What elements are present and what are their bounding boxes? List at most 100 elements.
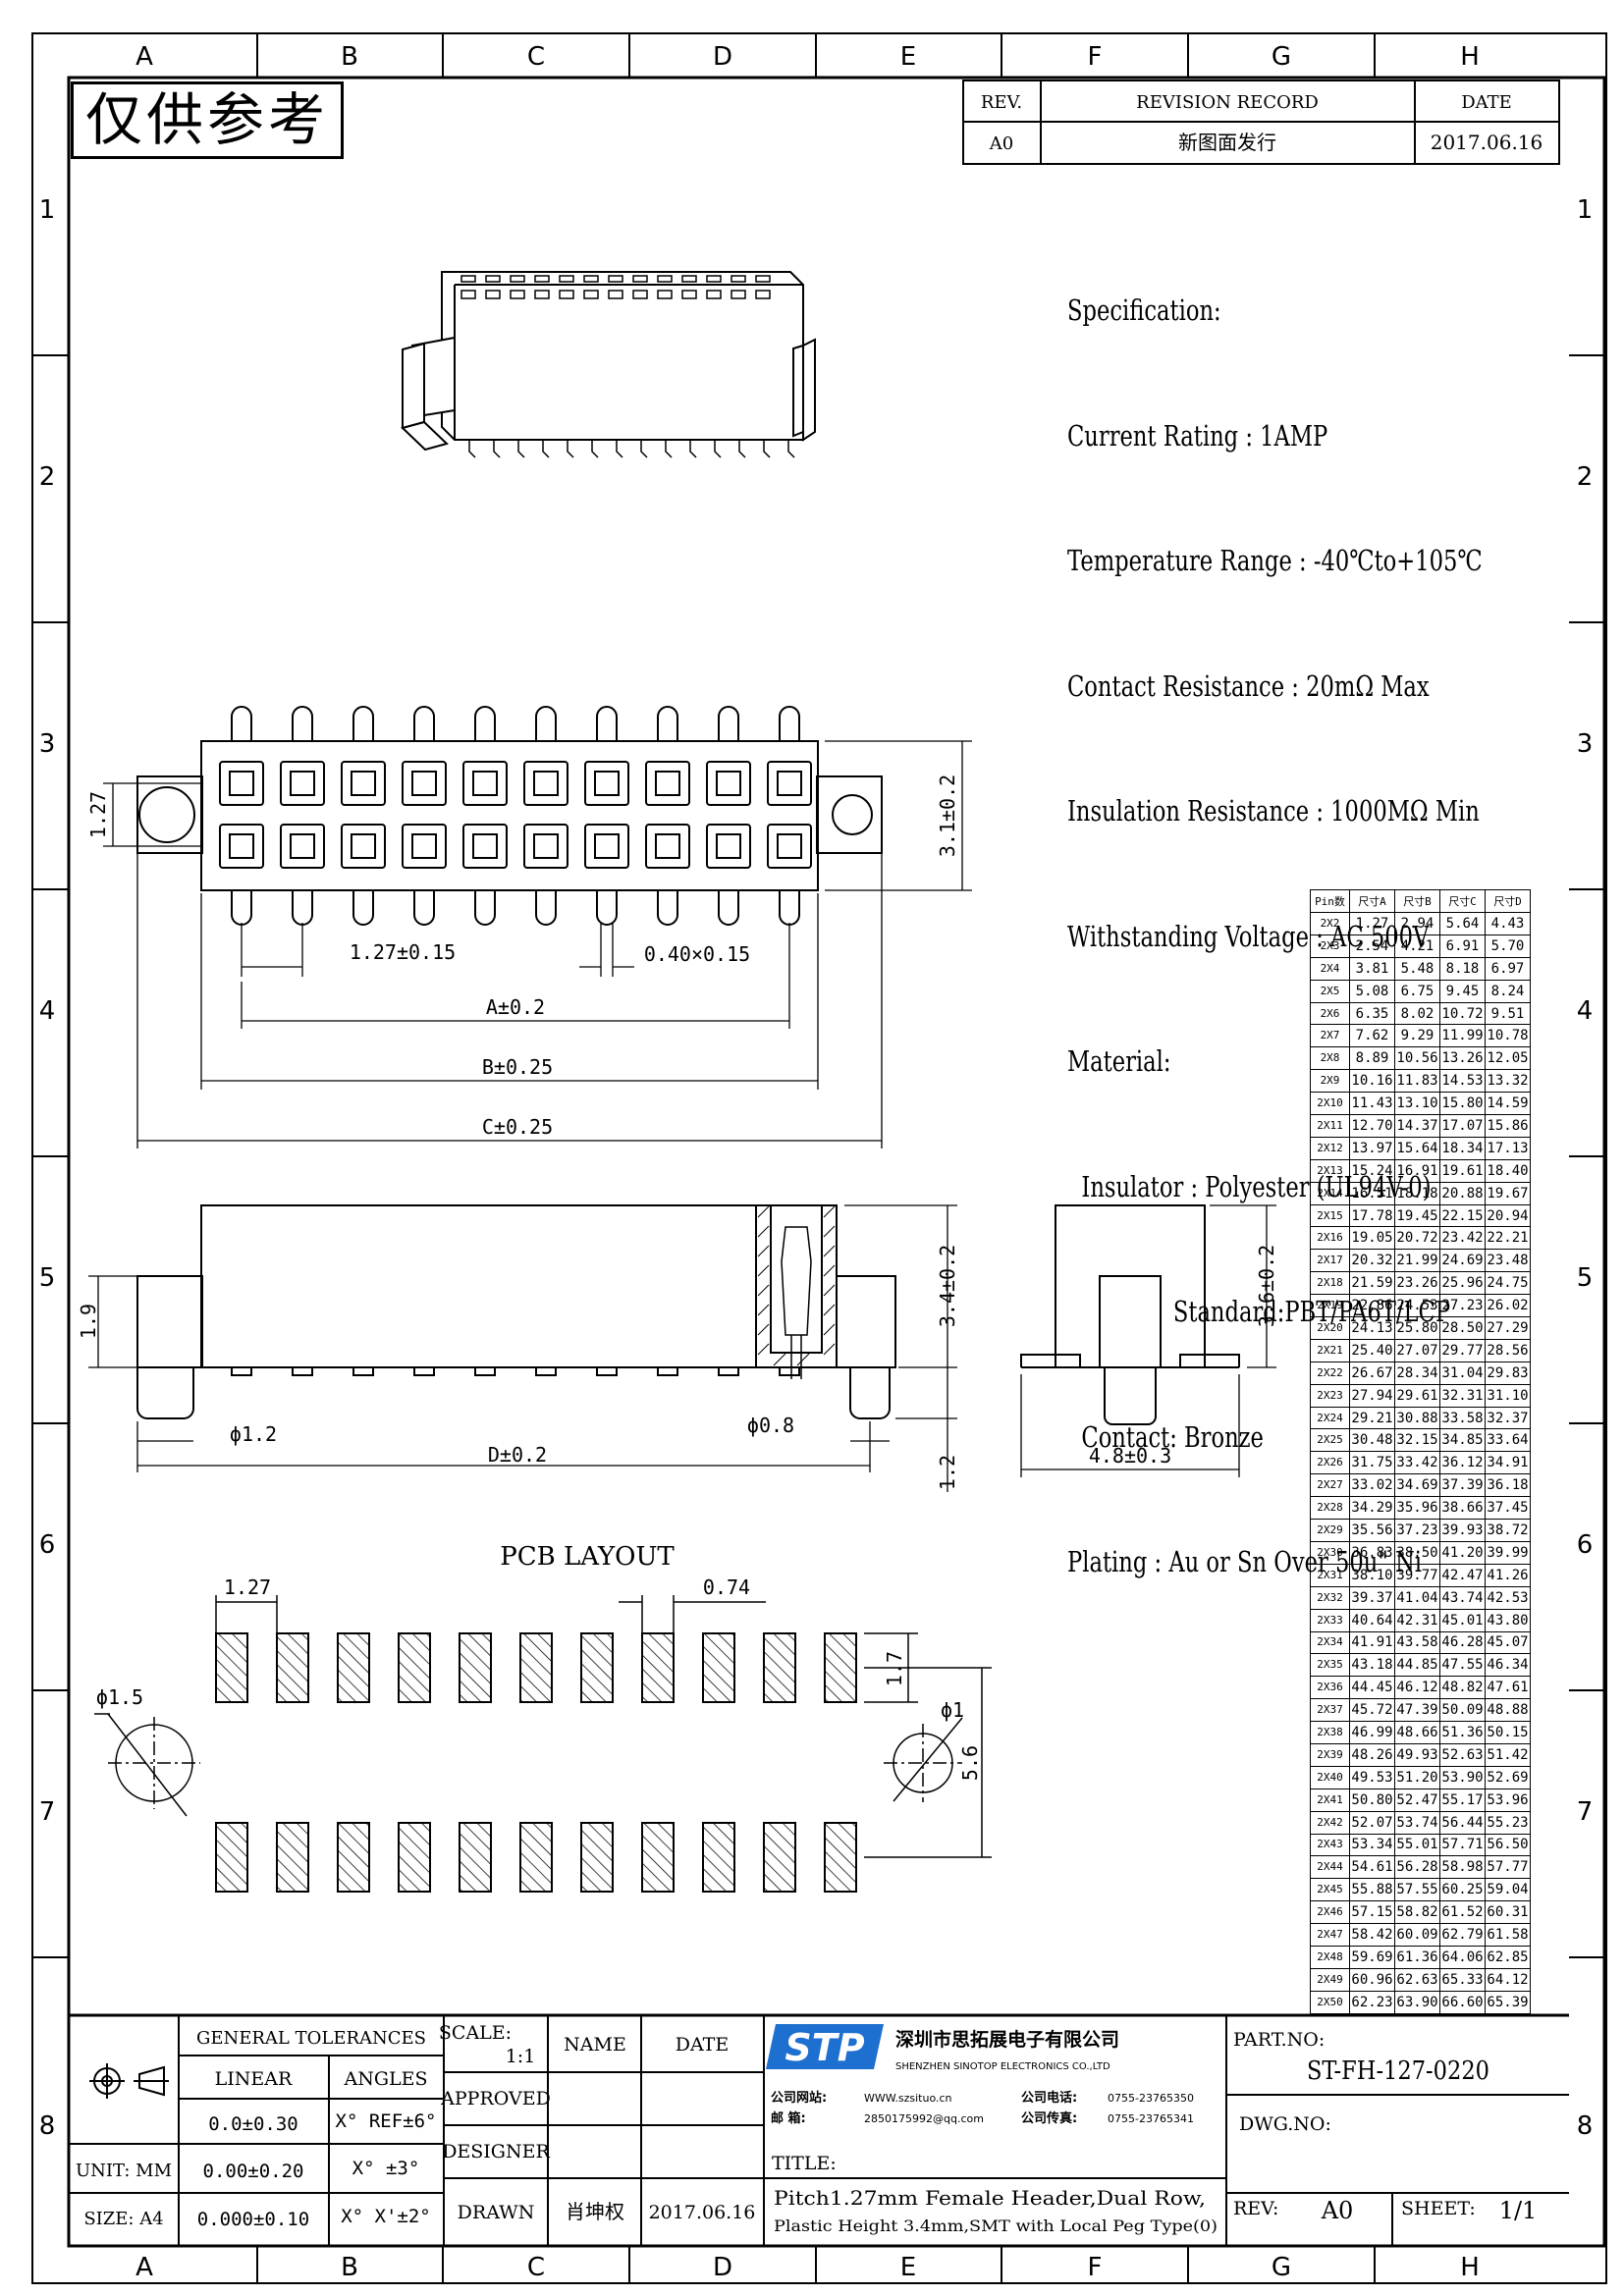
dim-peg-dia: ϕ1.2 — [230, 1422, 277, 1446]
table-cell: 2X36 — [1310, 1676, 1350, 1700]
table-cell: 49.53 — [1349, 1765, 1395, 1789]
dim-body-width: 3.1±0.2 — [936, 774, 959, 857]
rev-header: REV. — [981, 92, 1022, 113]
table-cell: 42.47 — [1439, 1563, 1486, 1587]
side-view-dimensions — [1020, 1204, 1276, 1477]
table-cell: 41.04 — [1394, 1585, 1440, 1610]
table-cell: 2X34 — [1310, 1630, 1350, 1655]
zone-col-c: C — [527, 42, 545, 72]
table-cell: 46.28 — [1439, 1630, 1486, 1655]
table-cell: 2X19 — [1310, 1294, 1350, 1318]
table-cell: 8.89 — [1349, 1046, 1395, 1071]
table-cell: 2X47 — [1310, 1923, 1350, 1947]
table-cell: 27.94 — [1349, 1383, 1395, 1408]
table-cell: 2X37 — [1310, 1698, 1350, 1723]
part-no-label: PART.NO: — [1233, 2029, 1325, 2051]
table-cell: 43.58 — [1394, 1630, 1440, 1655]
table-cell: 45.01 — [1439, 1608, 1486, 1632]
pcb-dimensions — [94, 1595, 992, 1858]
table-cell: 39.77 — [1394, 1563, 1440, 1587]
col-header: 尺寸C — [1439, 889, 1486, 913]
table-cell: 2X22 — [1310, 1361, 1350, 1385]
table-cell: 20.94 — [1485, 1203, 1531, 1228]
table-cell: 53.74 — [1394, 1810, 1440, 1835]
zone-col-d: D — [713, 42, 732, 72]
table-cell: 58.98 — [1439, 1855, 1486, 1880]
spec-line: Material: — [1067, 1044, 1171, 1078]
zone-row-1-right: 1 — [1577, 195, 1594, 225]
zone-row-4-right: 4 — [1577, 996, 1594, 1026]
table-cell: 2.54 — [1349, 934, 1395, 958]
col-header: Pin数 — [1310, 889, 1350, 913]
table-cell: 53.90 — [1439, 1765, 1486, 1789]
table-cell: 48.66 — [1394, 1721, 1440, 1744]
dwg-no-label: DWG.NO: — [1239, 2113, 1331, 2135]
table-cell: 27.29 — [1485, 1316, 1531, 1340]
table-cell: 11.43 — [1349, 1092, 1395, 1116]
tol-linear-3: 0.000±0.10 — [197, 2209, 309, 2230]
table-cell: 19.67 — [1485, 1181, 1531, 1205]
table-cell: 6.75 — [1394, 979, 1440, 1003]
zone-row-3: 3 — [39, 729, 56, 759]
table-cell: 36.83 — [1349, 1540, 1395, 1565]
table-cell: 57.55 — [1394, 1878, 1440, 1902]
drawn-name: 肖坤权 — [566, 2200, 624, 2223]
table-cell: 2X25 — [1310, 1428, 1350, 1453]
table-cell: 9.51 — [1485, 1001, 1531, 1026]
table-cell: 14.53 — [1439, 1069, 1486, 1094]
table-cell: 5.48 — [1394, 956, 1440, 981]
pcb-hole-left: ϕ1.5 — [96, 1685, 143, 1709]
name-header: NAME — [564, 2034, 626, 2056]
table-cell: 2X43 — [1310, 1833, 1350, 1857]
table-cell: 34.29 — [1349, 1496, 1395, 1521]
table-cell: 52.47 — [1394, 1788, 1440, 1812]
table-cell: 14.37 — [1394, 1114, 1440, 1138]
table-cell: 10.78 — [1485, 1024, 1531, 1048]
table-cell: 2X35 — [1310, 1653, 1350, 1678]
fax: 0755-23765341 — [1108, 2112, 1194, 2125]
table-cell: 33.64 — [1485, 1428, 1531, 1453]
table-cell: 31.75 — [1349, 1451, 1395, 1475]
zone-row-6-right: 6 — [1577, 1530, 1594, 1560]
table-cell: 7.62 — [1349, 1024, 1395, 1048]
table-cell: 30.48 — [1349, 1428, 1395, 1453]
dim-pin-size: 0.40×0.15 — [644, 942, 750, 966]
table-cell: 61.36 — [1394, 1945, 1440, 1969]
table-cell: 10.56 — [1394, 1046, 1440, 1071]
table-cell: 2X38 — [1310, 1721, 1350, 1744]
zone-col-g: G — [1272, 42, 1291, 72]
table-cell: 48.82 — [1439, 1676, 1486, 1700]
zone-col-a: A — [135, 42, 153, 72]
table-cell: 1.27 — [1349, 912, 1395, 935]
table-cell: 2X13 — [1310, 1158, 1350, 1183]
table-cell: 19.05 — [1349, 1226, 1395, 1251]
table-cell: 2X21 — [1310, 1338, 1350, 1362]
side-view — [1020, 1204, 1240, 1425]
tol-linear-2: 0.00±0.20 — [203, 2161, 304, 2182]
table-cell: 60.96 — [1349, 1967, 1395, 1992]
table-cell: 13.97 — [1349, 1136, 1395, 1160]
table-cell: 9.29 — [1394, 1024, 1440, 1048]
table-cell: 22.21 — [1485, 1226, 1531, 1251]
table-cell: 6.97 — [1485, 956, 1531, 981]
table-cell: 20.88 — [1439, 1181, 1486, 1205]
table-cell: 62.63 — [1394, 1967, 1440, 1992]
table-cell: 35.96 — [1394, 1496, 1440, 1521]
table-cell: 48.88 — [1485, 1698, 1531, 1723]
table-cell: 28.56 — [1485, 1338, 1531, 1362]
